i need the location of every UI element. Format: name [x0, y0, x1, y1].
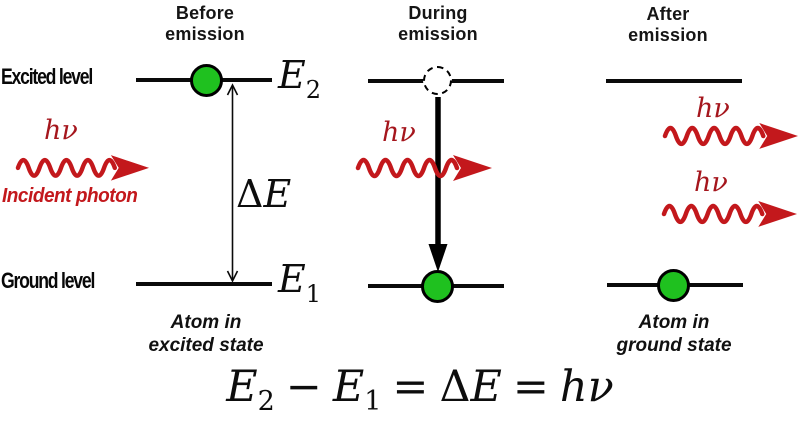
title-line: Before: [175, 3, 235, 23]
eq-e2-base: E: [226, 362, 258, 412]
emitted-photon-1-wavy-arrow-icon: [662, 123, 799, 149]
vacated-state-dashed-circle: [423, 66, 452, 95]
incident-photon-hnu-label: hν: [44, 115, 78, 146]
energy-equation: E2−E1=ΔE=hν: [180, 366, 660, 416]
eq-hnu: hν: [559, 362, 614, 412]
delta-e-double-arrow: [226, 83, 239, 283]
e2-label: E2: [278, 53, 321, 102]
after-caption: Atom in ground state: [607, 311, 741, 357]
before-caption: Atom in excited state: [139, 311, 273, 357]
incident-photon-wavy-arrow-icon: [15, 155, 150, 181]
delta-symbol: Δ: [236, 172, 264, 216]
caption-line: excited state: [148, 335, 264, 356]
eq-e1-sub: 1: [364, 386, 382, 417]
atom-excited-before: [190, 64, 223, 97]
atom-ground-during: [421, 270, 454, 303]
e1-base: E: [278, 257, 306, 301]
title-line: emission: [398, 24, 478, 44]
e1-subscript: 1: [305, 280, 322, 308]
eq-equals-2: =: [512, 362, 549, 412]
caption-line: ground state: [616, 335, 732, 356]
caption-line: Atom in: [638, 312, 710, 333]
title-line: After: [646, 4, 690, 24]
eq-delta: Δ: [439, 362, 471, 412]
emitted-photon-2-wavy-arrow-icon: [661, 201, 798, 227]
during-photon-hnu-label: hν: [382, 117, 416, 148]
delta-e-label: ΔE: [236, 175, 291, 213]
delta-e-base: E: [263, 172, 292, 216]
eq-minus: −: [285, 362, 322, 412]
incident-photon-label: Incident photon: [2, 185, 138, 207]
e1-label: E1: [278, 257, 321, 306]
eq-e1-base: E: [332, 362, 365, 412]
eq-e2-sub: 2: [257, 386, 275, 417]
e2-subscript: 2: [305, 76, 322, 104]
emitted-photon-1-hnu-label: hν: [696, 93, 730, 124]
after-emission-title: After emission: [602, 4, 734, 46]
before-emission-title: Before emission: [139, 3, 271, 45]
title-line: During: [408, 3, 468, 23]
eq-delta-e-base: E: [470, 362, 502, 412]
during-photon-wavy-arrow-icon: [355, 155, 492, 181]
caption-line: Atom in: [170, 312, 242, 333]
ground-level-line-before: [136, 282, 272, 286]
atom-ground-after: [657, 269, 690, 302]
emitted-photon-2-hnu-label: hν: [694, 167, 728, 198]
transition-down-arrow: [428, 97, 448, 272]
excited-level-label: Excited level: [1, 64, 93, 89]
during-emission-title: During emission: [372, 3, 504, 45]
e2-base: E: [278, 53, 306, 97]
title-line: emission: [165, 24, 245, 44]
ground-level-label: Ground level: [1, 268, 95, 293]
eq-equals-1: =: [392, 362, 429, 412]
title-line: emission: [628, 25, 708, 45]
excited-level-line-after: [606, 79, 742, 83]
